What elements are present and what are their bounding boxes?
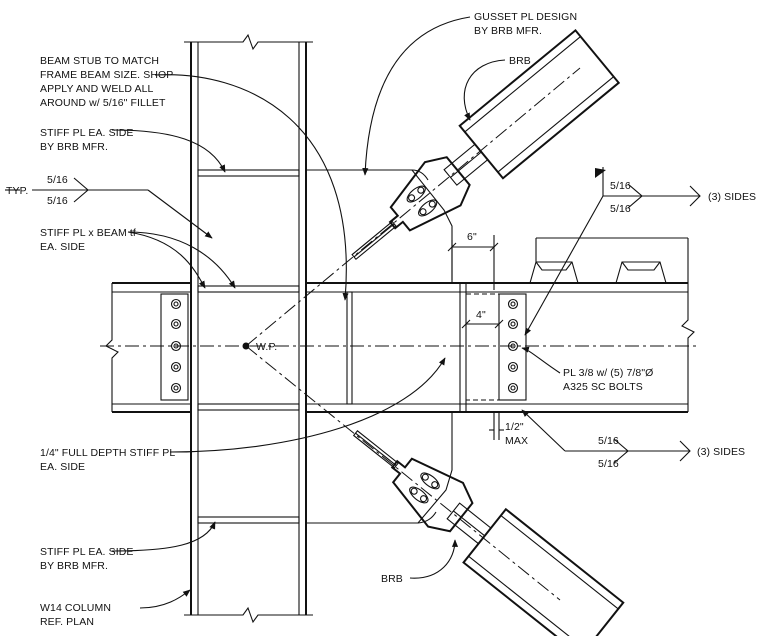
gusset-plate-bottom	[306, 412, 453, 524]
plate-note-line2: A325 SC BOLTS	[563, 381, 643, 393]
stiff-bottom-note-line2: BY BRB MFR.	[40, 560, 108, 572]
dimension-6in	[447, 235, 499, 290]
plate-note-line1: PL 3/8 w/ (5) 7/8"Ø	[563, 367, 653, 379]
weld-right-top-upper: 5/16	[610, 180, 631, 192]
dimension-half-in-label: 1/2"	[505, 421, 524, 433]
weld-left-bottom: 5/16	[47, 195, 68, 207]
weld-right-top-lower: 5/16	[610, 203, 631, 215]
column-stiffener-plates	[197, 169, 300, 524]
frame-beam	[306, 282, 695, 413]
brb-top	[351, 28, 621, 261]
beam-stub	[105, 282, 191, 413]
typ-label: TYP.	[6, 185, 28, 197]
weld-symbol-right-bottom	[521, 409, 691, 464]
weld-symbol-right-top	[524, 167, 701, 336]
metal-deck	[529, 237, 689, 284]
dimension-6in-label: 6"	[467, 231, 477, 243]
brb-bottom	[352, 430, 625, 636]
brb-bottom-label: BRB	[381, 573, 403, 585]
beam-stub-note-line2: FRAME BEAM SIZE. SHOP	[40, 69, 173, 81]
w14-column	[184, 33, 313, 624]
weld-right-bottom-upper: 5/16	[598, 435, 619, 447]
stiff-beam-note-line1: STIFF PL x BEAM tf	[40, 227, 136, 239]
dimension-4in	[461, 319, 504, 329]
column-note-line2: REF. PLAN	[40, 616, 94, 628]
work-point-label: W.P.	[256, 341, 277, 353]
brb-top-label: BRB	[509, 55, 531, 67]
dimension-max-label: MAX	[505, 435, 528, 447]
sides-top-label: (3) SIDES	[708, 191, 756, 203]
weld-left-top: 5/16	[47, 174, 68, 186]
stiff-top-note-line1: STIFF PL EA. SIDE	[40, 127, 134, 139]
annotation-text: GUSSET PL DESIGN BY BRB MFR. BRB BEAM ST…	[6, 11, 756, 628]
beam-stub-note-line4: AROUND w/ 5/16" FILLET	[40, 97, 166, 109]
sides-bottom-label: (3) SIDES	[697, 446, 745, 458]
gusset-plate-top	[306, 169, 453, 283]
dimension-4in-label: 4"	[476, 309, 486, 321]
stiff-top-note-line2: BY BRB MFR.	[40, 141, 108, 153]
column-note-line1: W14 COLUMN	[40, 602, 111, 614]
stiff-beam-note-line2: EA. SIDE	[40, 241, 85, 253]
full-depth-note-line1: 1/4" FULL DEPTH STIFF PL	[40, 447, 175, 459]
splice-plates	[160, 293, 527, 401]
weld-right-bottom-lower: 5/16	[598, 458, 619, 470]
gusset-note-line1: GUSSET PL DESIGN	[474, 11, 577, 23]
gusset-note-line2: BY BRB MFR.	[474, 25, 542, 37]
bolts-left	[170, 298, 182, 394]
work-lines	[100, 67, 700, 601]
dimension-half-in	[489, 412, 504, 440]
beam-stub-note-line3: APPLY AND WELD ALL	[40, 83, 154, 95]
stiff-bottom-note-line1: STIFF PL EA. SIDE	[40, 546, 134, 558]
leader-lines	[111, 16, 561, 609]
beam-stub-note-line1: BEAM STUB TO MATCH	[40, 55, 159, 67]
full-depth-note-line2: EA. SIDE	[40, 461, 85, 473]
weld-symbol-left	[5, 177, 213, 239]
